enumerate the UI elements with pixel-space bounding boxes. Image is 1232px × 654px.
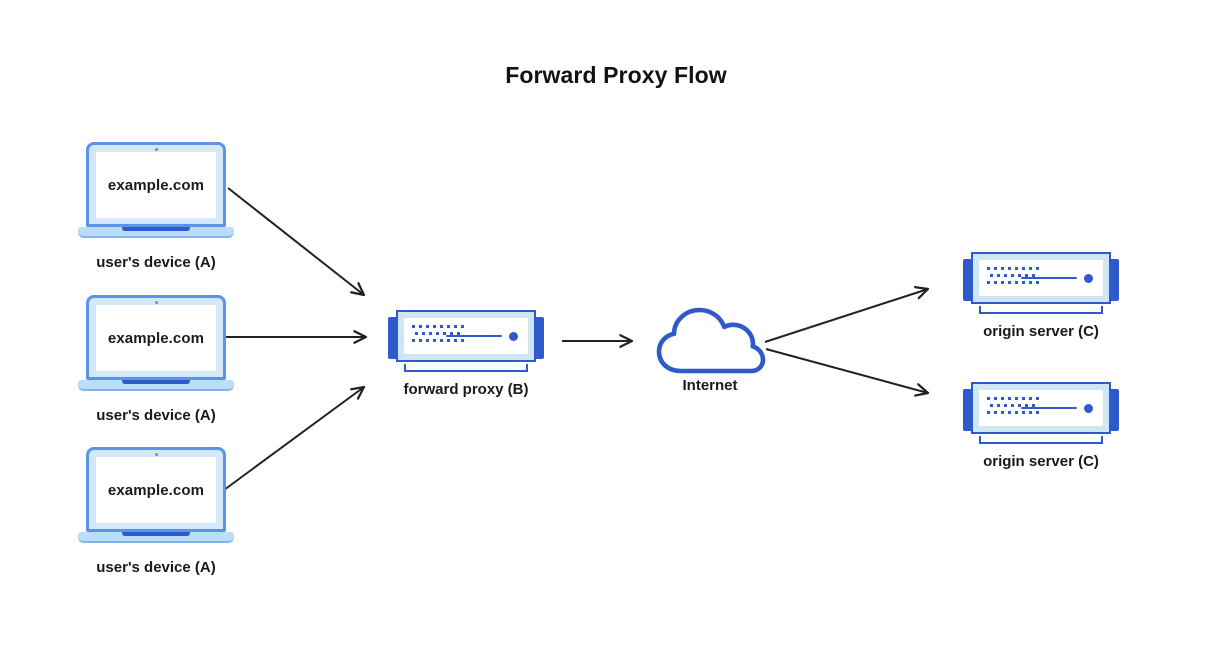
laptop-base-notch bbox=[122, 532, 190, 536]
laptop-screen: example.com bbox=[96, 457, 216, 523]
server-vent-dots-icon bbox=[412, 325, 468, 347]
forward-proxy-label: forward proxy (B) bbox=[403, 381, 529, 398]
server-status-line bbox=[446, 335, 502, 337]
server-shelf bbox=[404, 364, 528, 372]
laptop-lid: example.com bbox=[86, 295, 226, 380]
server-icon bbox=[963, 250, 1119, 316]
server-status-line bbox=[1021, 407, 1077, 409]
laptop-icon: example.com bbox=[78, 295, 234, 399]
laptop-camera-icon bbox=[154, 301, 158, 304]
server-body bbox=[396, 310, 536, 362]
server-shelf bbox=[979, 436, 1103, 444]
server-vent-dots-icon bbox=[987, 397, 1043, 419]
origin-server-label-1: origin server (C) bbox=[983, 323, 1099, 340]
laptop-base-notch bbox=[122, 380, 190, 384]
server-shelf bbox=[979, 306, 1103, 314]
laptop-lid: example.com bbox=[86, 447, 226, 532]
server-vent-dots-icon bbox=[987, 267, 1043, 289]
client-label-3: user's device (A) bbox=[96, 559, 216, 576]
laptop-icon: example.com bbox=[78, 142, 234, 246]
server-body bbox=[971, 382, 1111, 434]
client-node-3: example.com user's device (A) bbox=[78, 447, 234, 576]
laptop-screen: example.com bbox=[96, 305, 216, 371]
laptop-camera-icon bbox=[154, 453, 158, 456]
laptop-base bbox=[78, 380, 234, 391]
server-led-icon bbox=[509, 331, 518, 341]
server-icon bbox=[388, 308, 544, 374]
server-status-line bbox=[1021, 277, 1077, 279]
arrow-client1-to-proxy bbox=[227, 187, 364, 295]
forward-proxy-node: forward proxy (B) bbox=[388, 308, 544, 398]
client-label-2: user's device (A) bbox=[96, 407, 216, 424]
cloud-icon bbox=[655, 305, 766, 375]
server-face bbox=[979, 390, 1103, 426]
server-face bbox=[404, 318, 528, 354]
server-led-icon bbox=[1084, 273, 1093, 283]
laptop-base bbox=[78, 532, 234, 543]
laptop-icon: example.com bbox=[78, 447, 234, 551]
server-face bbox=[979, 260, 1103, 296]
laptop-lid: example.com bbox=[86, 142, 226, 227]
server-body bbox=[971, 252, 1111, 304]
arrow-internet-to-origin1 bbox=[764, 289, 928, 343]
server-led-icon bbox=[1084, 403, 1093, 413]
origin-server-node-1: origin server (C) bbox=[963, 250, 1119, 340]
client-node-2: example.com user's device (A) bbox=[78, 295, 234, 424]
origin-server-label-2: origin server (C) bbox=[983, 453, 1099, 470]
page-title: Forward Proxy Flow bbox=[505, 62, 727, 88]
laptop-screen-text: example.com bbox=[107, 176, 205, 194]
server-icon bbox=[963, 380, 1119, 446]
laptop-screen: example.com bbox=[96, 152, 216, 218]
arrow-client3-to-proxy bbox=[223, 387, 364, 491]
internet-label: Internet bbox=[682, 377, 738, 394]
laptop-screen-text: example.com bbox=[107, 329, 205, 347]
internet-node: Internet bbox=[655, 305, 766, 394]
client-label-1: user's device (A) bbox=[96, 254, 216, 271]
laptop-screen-text: example.com bbox=[107, 481, 205, 499]
client-node-1: example.com user's device (A) bbox=[78, 142, 234, 271]
origin-server-node-2: origin server (C) bbox=[963, 380, 1119, 470]
laptop-base bbox=[78, 227, 234, 238]
arrow-internet-to-origin2 bbox=[765, 348, 928, 393]
laptop-base-notch bbox=[122, 227, 190, 231]
laptop-camera-icon bbox=[154, 148, 158, 151]
